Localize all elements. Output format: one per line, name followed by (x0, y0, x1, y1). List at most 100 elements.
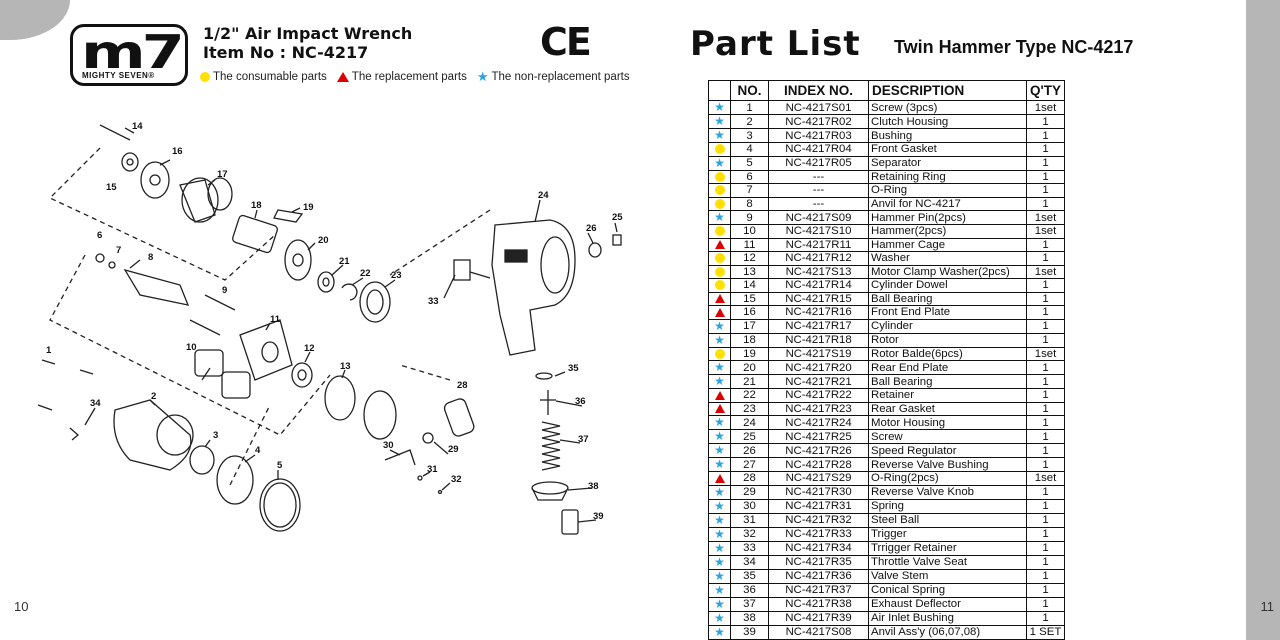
cell-no: 37 (730, 597, 769, 612)
blue-star-icon: ★ (714, 484, 725, 499)
cell-description: Hammer Pin(2pcs) (868, 210, 1027, 225)
row-marker (708, 292, 731, 306)
cell-no: 7 (730, 183, 769, 198)
callout-14: 14 (132, 121, 143, 132)
cell-index: NC-4217R18 (768, 333, 869, 348)
blue-star-icon: ★ (714, 512, 725, 527)
cell-index: NC-4217R14 (768, 278, 869, 293)
cell-no: 36 (730, 583, 769, 598)
callout-15: 15 (106, 182, 117, 193)
header-index: INDEX NO. (768, 80, 869, 101)
cell-qty: 1set (1026, 100, 1065, 115)
header-qty: Q'TY (1026, 80, 1065, 101)
cell-qty: 1 (1026, 513, 1065, 528)
cell-index: NC-4217R17 (768, 319, 869, 334)
cell-no: 8 (730, 197, 769, 211)
cell-qty: 1 (1026, 319, 1065, 334)
callout-29: 29 (448, 444, 459, 455)
row-marker: ★ (708, 443, 731, 458)
cell-index: NC-4217R15 (768, 292, 869, 306)
cell-description: Separator (868, 156, 1027, 171)
row-marker: ★ (708, 569, 731, 584)
cell-index: NC-4217R35 (768, 555, 869, 570)
row-marker: ★ (708, 583, 731, 598)
cell-index: NC-4217R24 (768, 415, 869, 430)
callout-13: 13 (340, 361, 351, 372)
cell-no: 4 (730, 142, 769, 157)
callout-39: 39 (593, 511, 604, 522)
cell-index: NC-4217R04 (768, 142, 869, 157)
cell-qty: 1set (1026, 347, 1065, 361)
cell-description: Bushing (868, 128, 1027, 143)
cell-index: NC-4217R11 (768, 238, 869, 252)
yellow-dot-icon (714, 266, 725, 277)
callout-4: 4 (255, 445, 261, 456)
cell-description: O-Ring (868, 183, 1027, 198)
cell-index: NC-4217S13 (768, 265, 869, 279)
cell-description: Clutch Housing (868, 114, 1027, 129)
callout-2: 2 (151, 391, 156, 402)
cell-no: 10 (730, 224, 769, 239)
cell-qty: 1 SET (1026, 625, 1065, 640)
row-marker: ★ (708, 429, 731, 444)
cell-qty: 1 (1026, 415, 1065, 430)
cell-qty: 1 (1026, 170, 1065, 184)
callout-12: 12 (304, 343, 315, 354)
cell-qty: 1 (1026, 499, 1065, 514)
cell-description: Rear End Plate (868, 360, 1027, 375)
cell-description: Valve Stem (868, 569, 1027, 584)
cell-description: Trigger (868, 527, 1027, 542)
blue-star-icon: ★ (714, 318, 725, 333)
cell-description: Ball Bearing (868, 374, 1027, 389)
blue-star-icon: ★ (714, 498, 725, 513)
callout-36: 36 (575, 396, 586, 407)
cell-no: 20 (730, 360, 769, 375)
cell-description: Conical Spring (868, 583, 1027, 598)
brand-logo: m7 MIGHTY SEVEN® (70, 24, 188, 86)
callout-6: 6 (97, 230, 102, 241)
callout-labels: 14 15 16 17 18 19 20 21 22 23 24 25 26 3… (46, 121, 623, 522)
cell-description: Spring (868, 499, 1027, 514)
ce-mark: CE (540, 20, 592, 64)
callout-31: 31 (427, 464, 438, 475)
cell-qty: 1 (1026, 541, 1065, 556)
legend-non-replacement: ★The non-replacement parts (477, 70, 630, 83)
cell-qty: 1 (1026, 402, 1065, 416)
legend-replacement: The replacement parts (336, 71, 467, 83)
cell-qty: 1 (1026, 597, 1065, 612)
legend-consumable: The consumable parts (200, 71, 327, 83)
yellow-dot-icon (714, 226, 725, 237)
cell-no: 24 (730, 415, 769, 430)
callout-1: 1 (46, 345, 52, 356)
blue-star-icon: ★ (714, 429, 725, 443)
yellow-dot-icon (714, 144, 725, 155)
callout-18: 18 (251, 200, 262, 211)
blue-star-icon: ★ (714, 526, 725, 541)
row-marker: ★ (708, 611, 731, 626)
row-marker: ★ (708, 597, 731, 612)
callout-20: 20 (318, 235, 329, 246)
cell-qty: 1 (1026, 305, 1065, 320)
blue-star-icon: ★ (714, 374, 725, 388)
legend-replacement-label: The replacement parts (351, 71, 467, 83)
callout-7: 7 (116, 245, 121, 256)
cell-no: 16 (730, 305, 769, 320)
yellow-dot-icon (714, 253, 725, 264)
callout-19: 19 (303, 202, 314, 213)
cell-description: Rotor Balde(6pcs) (868, 347, 1027, 361)
cell-description: Rotor (868, 333, 1027, 348)
cell-qty: 1 (1026, 183, 1065, 198)
row-marker: ★ (708, 512, 731, 528)
cell-description: Exhaust Deflector (868, 597, 1027, 612)
cell-qty: 1 (1026, 429, 1065, 444)
callout-37: 37 (578, 434, 589, 445)
blue-star-icon: ★ (714, 457, 725, 471)
cell-description: Screw (3pcs) (868, 100, 1027, 115)
